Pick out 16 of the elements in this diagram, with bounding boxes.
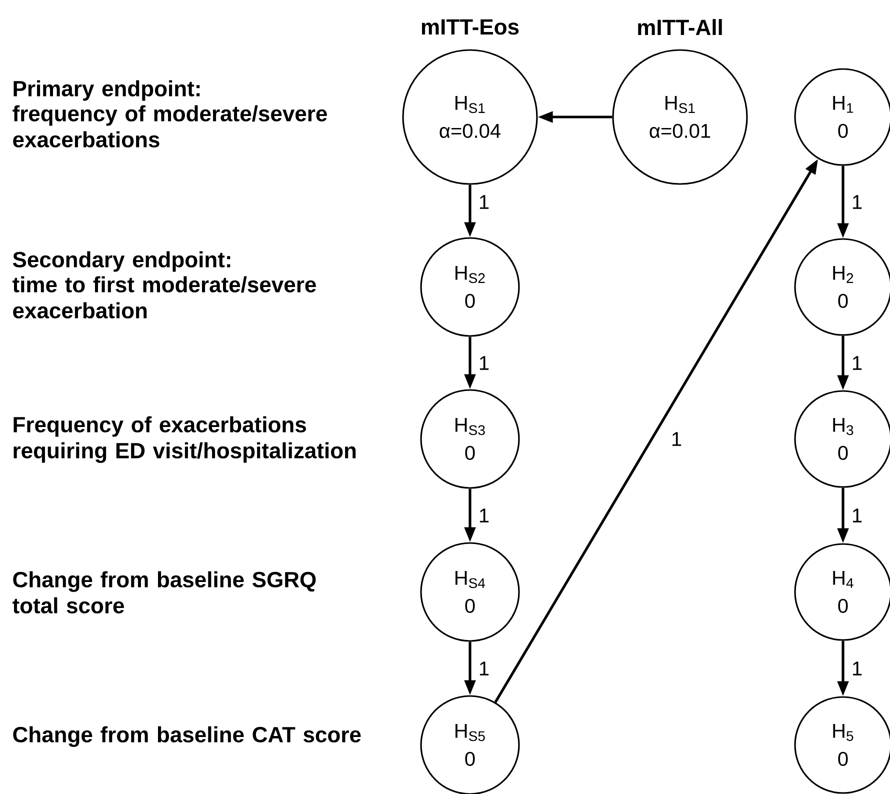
endpoint-label: Primary endpoint: <box>14 80 200 101</box>
endpoint-label: Frequency of exacerbations requiring ED visit/hospitalization <box>14 416 356 463</box>
endpoint-label: Change from baseline CAT score <box>13 726 361 747</box>
edge-label: 1 <box>477 194 491 210</box>
endpoint-label: Change from baseline SGRQ total score <box>12 571 316 614</box>
edge-label: 1 <box>477 507 491 524</box>
edge-label: 1 <box>850 660 864 677</box>
edge-label: 1 <box>477 660 491 677</box>
edge-label: 1 <box>850 194 864 210</box>
endpoint-label: Secondary endpoint: <box>12 251 230 272</box>
edge-label: 1 <box>850 507 864 524</box>
edge-label: 1 <box>477 354 491 372</box>
endpoint-label: time to first moderate/severe exacerbation <box>12 276 316 318</box>
edge-label: 1 <box>670 430 684 448</box>
endpoint-label: frequency of moderate/severe exacerbations <box>12 105 327 148</box>
edge-label: 1 <box>850 354 864 372</box>
